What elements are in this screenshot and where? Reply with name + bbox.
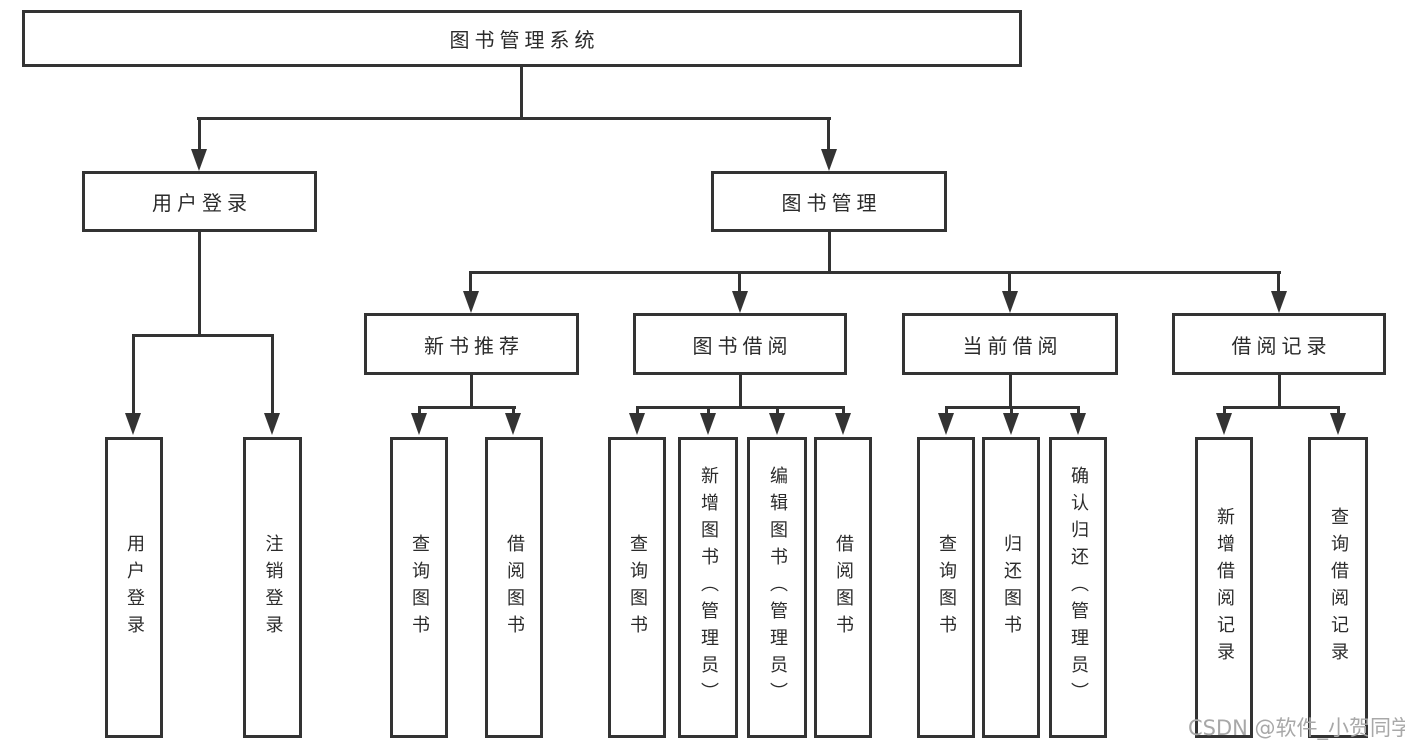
- node-book-borrowing-label: 图书借阅: [692, 333, 793, 358]
- arrowhead-down-icon: [411, 413, 427, 435]
- connector-drop: [707, 406, 710, 415]
- arrowhead-down-icon: [1216, 413, 1232, 435]
- leaf-borrowing-edit-books-admin: 编辑图书（管理员）: [747, 437, 807, 738]
- connector-book-mgmt-crossbar: [469, 271, 1281, 274]
- connector-drop: [1337, 406, 1340, 415]
- leaf-current-return-books-label: 归还图书: [1001, 533, 1022, 642]
- node-user-login-label: 用户登录: [152, 191, 252, 215]
- leaf-borrowing-borrow-books-label: 借阅图书: [833, 533, 854, 642]
- leaf-current-confirm-return-admin: 确认归还（管理员）: [1049, 437, 1107, 738]
- arrowhead-down-icon: [1002, 291, 1018, 313]
- arrowhead-down-icon: [700, 413, 716, 435]
- arrowhead-down-icon: [191, 149, 207, 171]
- leaf-records-add-borrow-record-label: 新增借阅记录: [1214, 506, 1235, 669]
- connector-drop-leaf-user-login: [132, 334, 135, 415]
- node-current-borrowing-label: 当前借阅: [962, 333, 1063, 358]
- leaf-records-query-borrow-record: 查询借阅记录: [1308, 437, 1368, 738]
- node-borrowing-records-label: 借阅记录: [1231, 333, 1332, 358]
- leaf-borrowing-query-books-label: 查询图书: [627, 533, 648, 642]
- leaf-records-query-borrow-record-label: 查询借阅记录: [1328, 506, 1349, 669]
- arrowhead-down-icon: [505, 413, 521, 435]
- connector-drop-borrow-records: [1277, 271, 1280, 293]
- connector-drop: [1223, 406, 1226, 415]
- connector-drop-leaf-logout: [271, 334, 274, 415]
- leaf-user-login-label: 用户登录: [124, 533, 145, 642]
- node-library-system-label: 图书管理系统: [449, 28, 600, 52]
- connector-book-mgmt-stem: [828, 232, 831, 273]
- connector-user-login-stem: [198, 232, 201, 337]
- leaf-records-add-borrow-record: 新增借阅记录: [1195, 437, 1253, 738]
- connector-borrow-records-stem: [1278, 375, 1281, 408]
- arrowhead-down-icon: [769, 413, 785, 435]
- connector-current-borrow-stem: [1009, 375, 1012, 408]
- connector-drop: [945, 406, 948, 415]
- leaf-user-login: 用户登录: [105, 437, 163, 738]
- node-book-management-label: 图书管理: [781, 191, 882, 215]
- arrowhead-down-icon: [125, 413, 141, 435]
- node-new-book-recommendation: 新书推荐: [364, 313, 579, 375]
- connector-drop-current-borrow: [1008, 271, 1011, 293]
- leaf-recommend-query-books: 查询图书: [390, 437, 448, 738]
- arrowhead-down-icon: [938, 413, 954, 435]
- connector-drop: [636, 406, 639, 415]
- arrowhead-down-icon: [835, 413, 851, 435]
- node-book-borrowing: 图书借阅: [633, 313, 847, 375]
- connector-drop: [776, 406, 779, 415]
- leaf-recommend-borrow-books: 借阅图书: [485, 437, 543, 738]
- arrowhead-down-icon: [1070, 413, 1086, 435]
- connector-drop: [418, 406, 421, 415]
- connector-drop-user-login: [198, 117, 201, 153]
- node-borrowing-records: 借阅记录: [1172, 313, 1386, 375]
- arrowhead-down-icon: [1271, 291, 1287, 313]
- arrowhead-down-icon: [463, 291, 479, 313]
- leaf-current-confirm-return-admin-label: 确认归还（管理员）: [1068, 466, 1089, 709]
- leaf-borrowing-add-books-admin-label: 新增图书（管理员）: [698, 466, 719, 709]
- leaf-current-return-books: 归还图书: [982, 437, 1040, 738]
- arrowhead-down-icon: [821, 149, 837, 171]
- arrowhead-down-icon: [1330, 413, 1346, 435]
- connector-drop: [842, 406, 845, 415]
- node-current-borrowing: 当前借阅: [902, 313, 1118, 375]
- connector-drop-book-management: [827, 117, 830, 153]
- arrowhead-down-icon: [264, 413, 280, 435]
- connector-book-borrow-stem: [739, 375, 742, 408]
- node-user-login: 用户登录: [82, 171, 317, 232]
- connector-drop-new-book: [469, 271, 472, 293]
- connector-drop-book-borrow: [738, 271, 741, 293]
- leaf-recommend-query-books-label: 查询图书: [409, 533, 430, 642]
- leaf-logout-login-label: 注销登录: [262, 533, 284, 642]
- node-book-management: 图书管理: [711, 171, 947, 232]
- connector-drop: [1077, 406, 1080, 415]
- connector-new-book-stem: [470, 375, 473, 408]
- connector-new-book-crossbar: [418, 406, 516, 409]
- node-library-system: 图书管理系统: [22, 10, 1022, 67]
- connector-root-stem: [520, 67, 523, 119]
- connector-borrow-records-crossbar: [1223, 406, 1340, 409]
- arrowhead-down-icon: [629, 413, 645, 435]
- node-new-book-recommendation-label: 新书推荐: [424, 333, 524, 358]
- leaf-borrowing-edit-books-admin-label: 编辑图书（管理员）: [767, 466, 788, 709]
- connector-book-borrow-crossbar: [636, 406, 844, 409]
- leaf-logout-login: 注销登录: [243, 437, 302, 738]
- csdn-watermark: CSDN @软件_小贺同学: [1188, 716, 1405, 740]
- arrowhead-down-icon: [732, 291, 748, 313]
- leaf-current-query-books-label: 查询图书: [936, 533, 957, 642]
- leaf-current-query-books: 查询图书: [917, 437, 975, 738]
- connector-root-crossbar: [197, 117, 831, 120]
- connector-drop: [512, 406, 515, 415]
- leaf-borrowing-query-books: 查询图书: [608, 437, 666, 738]
- arrowhead-down-icon: [1003, 413, 1019, 435]
- leaf-borrowing-add-books-admin: 新增图书（管理员）: [678, 437, 738, 738]
- connector-drop: [1010, 406, 1013, 415]
- connector-user-login-crossbar: [132, 334, 274, 337]
- leaf-recommend-borrow-books-label: 借阅图书: [504, 533, 525, 642]
- leaf-borrowing-borrow-books: 借阅图书: [814, 437, 872, 738]
